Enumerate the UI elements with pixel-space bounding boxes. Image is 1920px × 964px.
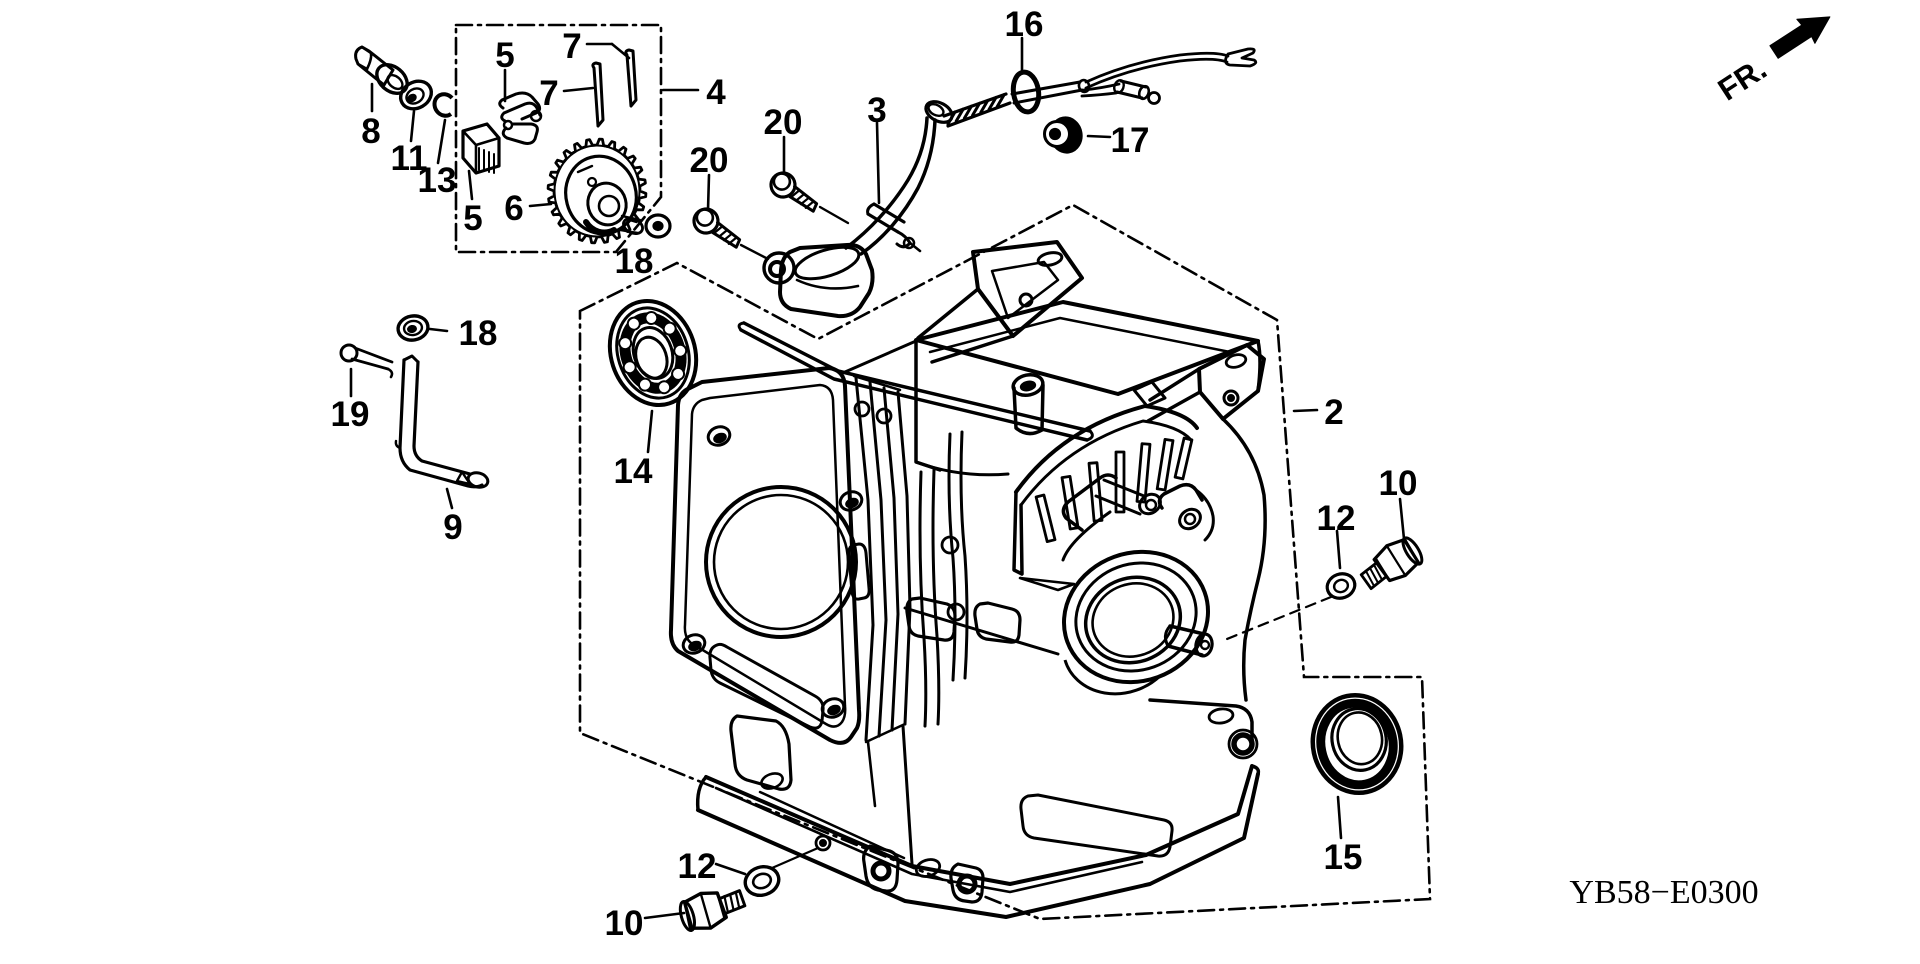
svg-text:20: 20	[690, 141, 729, 180]
svg-text:11: 11	[391, 139, 428, 178]
svg-text:18: 18	[615, 242, 654, 281]
svg-text:9: 9	[443, 508, 462, 547]
svg-text:20: 20	[764, 103, 803, 142]
svg-text:7: 7	[562, 27, 581, 66]
svg-text:14: 14	[614, 452, 653, 491]
svg-text:6: 6	[504, 189, 523, 228]
svg-text:4: 4	[706, 73, 726, 112]
svg-text:7: 7	[539, 74, 558, 113]
svg-text:3: 3	[867, 91, 886, 130]
svg-text:10: 10	[1379, 464, 1418, 503]
svg-text:13: 13	[418, 161, 457, 200]
svg-text:2: 2	[1324, 393, 1343, 432]
svg-text:17: 17	[1111, 121, 1150, 160]
svg-text:16: 16	[1005, 5, 1044, 44]
svg-text:19: 19	[331, 395, 370, 434]
svg-text:18: 18	[459, 314, 498, 353]
svg-text:12: 12	[678, 847, 717, 886]
svg-text:10: 10	[605, 904, 644, 943]
svg-text:5: 5	[463, 199, 482, 238]
svg-text:15: 15	[1324, 838, 1363, 877]
svg-text:8: 8	[361, 112, 380, 151]
svg-text:5: 5	[495, 36, 514, 75]
svg-text:YB58−E0300: YB58−E0300	[1569, 874, 1758, 911]
